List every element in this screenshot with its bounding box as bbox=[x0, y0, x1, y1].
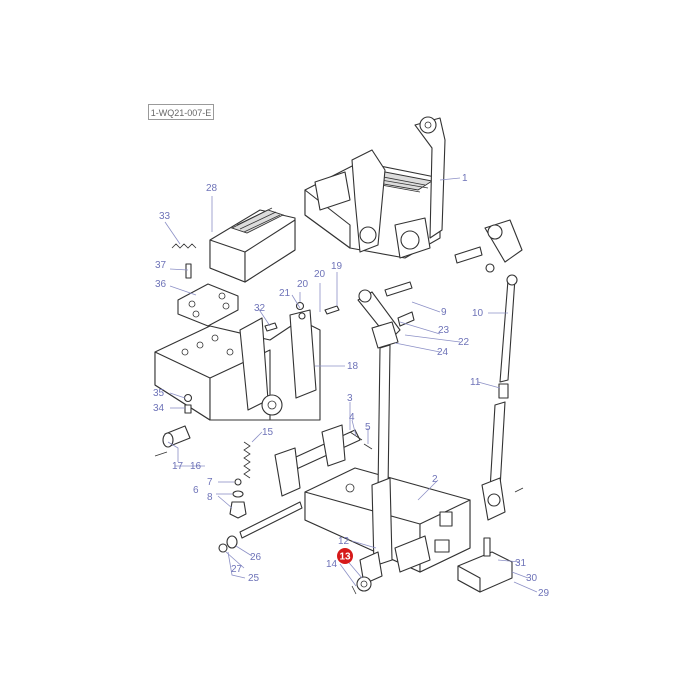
part-36-plate bbox=[177, 283, 239, 327]
part-12-rod bbox=[359, 344, 393, 585]
callout-35[interactable]: 35 bbox=[153, 388, 165, 399]
part-28-cover bbox=[209, 207, 296, 283]
callout-37[interactable]: 37 bbox=[155, 260, 167, 271]
part-3-cross-shaft bbox=[274, 424, 361, 497]
part-37-pin bbox=[185, 263, 192, 279]
callout-5[interactable]: 5 bbox=[365, 422, 371, 433]
callout-11[interactable]: 11 bbox=[470, 377, 481, 388]
callout-12[interactable]: 12 bbox=[338, 536, 350, 547]
callout-17[interactable]: 17 bbox=[172, 461, 184, 472]
callout-25[interactable]: 25 bbox=[248, 573, 260, 584]
part-11-link bbox=[481, 383, 524, 521]
callout-20a[interactable]: 20 bbox=[314, 269, 326, 280]
diagram-reference-code: 1-WQ21-007-E bbox=[148, 104, 214, 120]
callout-15[interactable]: 15 bbox=[262, 427, 274, 438]
callout-14[interactable]: 14 bbox=[326, 559, 338, 570]
callout-4[interactable]: 4 bbox=[349, 412, 355, 423]
part-16-pin bbox=[154, 425, 191, 457]
part-18-bracket bbox=[154, 309, 321, 421]
callout-32[interactable]: 32 bbox=[254, 303, 266, 314]
callout-2[interactable]: 2 bbox=[432, 474, 438, 485]
callout-13[interactable]: 13 bbox=[339, 552, 351, 563]
callout-34[interactable]: 34 bbox=[153, 403, 165, 414]
part-14-pin bbox=[351, 585, 357, 595]
callout-labels: 1 2 3 4 5 6 7 8 9 10 11 12 13 14 15 16 1… bbox=[153, 173, 550, 599]
callout-24[interactable]: 24 bbox=[437, 347, 449, 358]
part-33-spring bbox=[171, 243, 197, 249]
part-13-washer bbox=[356, 576, 372, 592]
parts-6-8-stack bbox=[229, 478, 247, 519]
callout-3[interactable]: 3 bbox=[347, 393, 353, 404]
callout-6[interactable]: 6 bbox=[193, 485, 199, 496]
callout-18[interactable]: 18 bbox=[347, 361, 359, 372]
parts-29-31-assembly bbox=[457, 537, 513, 593]
callout-31[interactable]: 31 bbox=[515, 558, 527, 569]
fasteners-19-21 bbox=[295, 301, 340, 320]
callout-36[interactable]: 36 bbox=[155, 279, 167, 290]
part-10-link bbox=[454, 219, 523, 383]
callout-20b[interactable]: 20 bbox=[297, 279, 309, 290]
part-25-shaft bbox=[218, 501, 303, 553]
callout-16[interactable]: 16 bbox=[190, 461, 202, 472]
part-15-spring bbox=[243, 441, 251, 479]
callout-30[interactable]: 30 bbox=[526, 573, 538, 584]
callout-10[interactable]: 10 bbox=[472, 308, 484, 319]
part-13-highlight-marker[interactable] bbox=[337, 548, 353, 564]
leader-lines bbox=[164, 177, 538, 593]
parts-9-24-levers bbox=[357, 281, 415, 349]
callout-23[interactable]: 23 bbox=[438, 325, 450, 336]
callout-22[interactable]: 22 bbox=[458, 337, 470, 348]
callout-9[interactable]: 9 bbox=[441, 307, 447, 318]
callout-19[interactable]: 19 bbox=[331, 261, 343, 272]
callout-33[interactable]: 33 bbox=[159, 211, 171, 222]
callout-8[interactable]: 8 bbox=[207, 492, 213, 503]
part-32-bolt bbox=[264, 322, 278, 332]
callout-1[interactable]: 1 bbox=[462, 173, 468, 184]
callout-21[interactable]: 21 bbox=[279, 288, 291, 299]
part-1-lift-housing bbox=[304, 116, 446, 259]
callout-26[interactable]: 26 bbox=[250, 552, 262, 563]
callout-28[interactable]: 28 bbox=[206, 183, 218, 194]
callout-29[interactable]: 29 bbox=[538, 588, 550, 599]
callout-7[interactable]: 7 bbox=[207, 477, 213, 488]
callout-27[interactable]: 27 bbox=[231, 564, 243, 575]
